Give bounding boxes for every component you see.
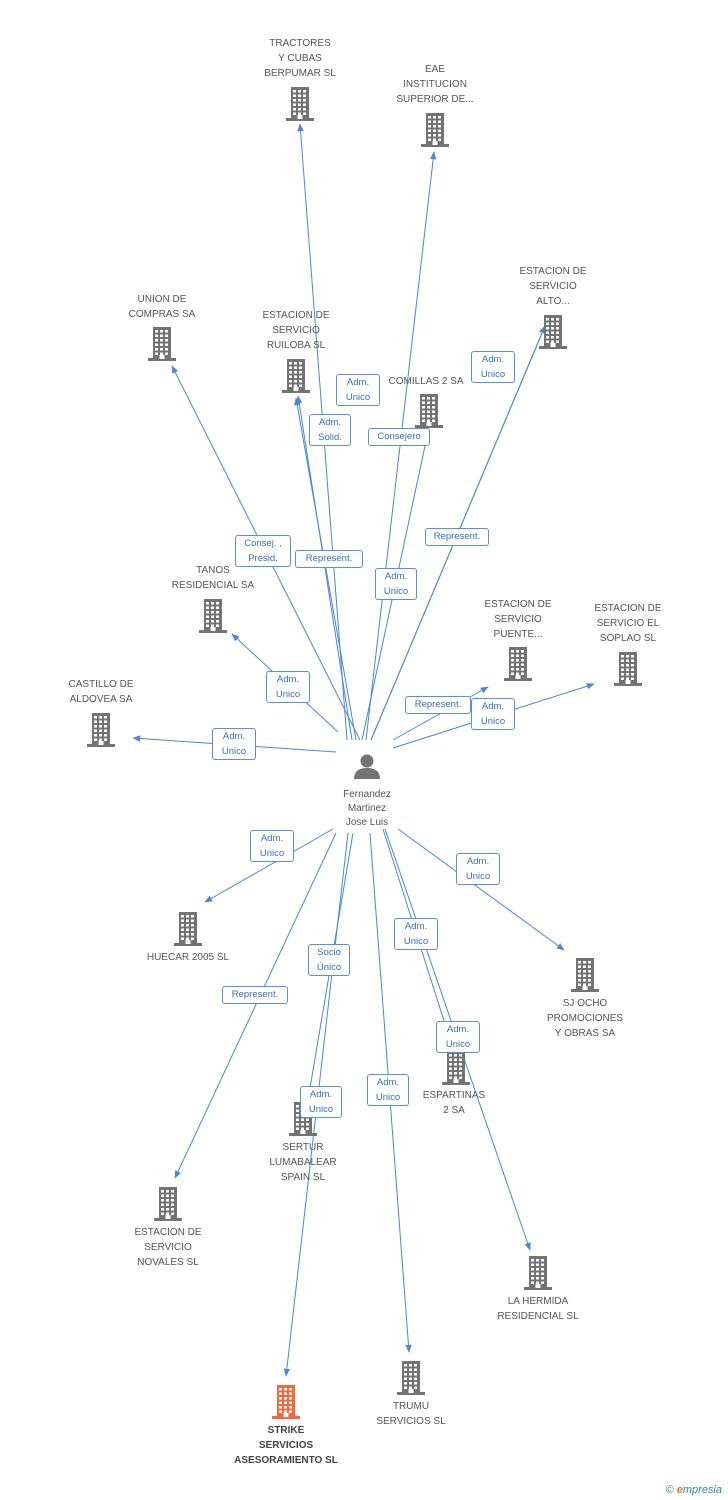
node-label-tractores[interactable]: TRACTORES Y CUBAS BERPUMAR SL	[264, 38, 336, 79]
edge-label-hermida[interactable]: Adm. Unico	[436, 1021, 480, 1053]
brand-logo-initial: e	[676, 1484, 683, 1496]
node-label-union[interactable]: UNION DE COMPRAS SA	[128, 294, 196, 320]
node-label-es_alto[interactable]: ESTACION DE SERVICIO ALTO...	[519, 266, 587, 307]
node-label-comillas[interactable]: COMILLAS 2 SA	[388, 376, 464, 387]
node-label-es_soplao[interactable]: ESTACION DE SERVICIO EL SOPLAO SL	[594, 603, 662, 644]
node-label-sjocho[interactable]: SJ OCHO PROMOCIONES Y OBRAS SA	[546, 998, 624, 1039]
building-icon[interactable]	[282, 359, 310, 393]
node-label-sertur[interactable]: SERTUR LUMABALEAR SPAIN SL	[269, 1142, 337, 1183]
building-icon[interactable]	[614, 652, 642, 686]
node-label-huecar[interactable]: HUECAR 2005 SL	[146, 952, 230, 963]
node-label-es_ruiloba[interactable]: ESTACION DE SERVICIO RUILOBA SL	[262, 310, 330, 351]
node-label-strike[interactable]: STRIKE SERVICIOS ASESORAMIENTO SL	[234, 1425, 338, 1466]
edge-label-castillo[interactable]: Adm. Unico	[212, 728, 256, 760]
building-icon[interactable]	[87, 713, 115, 747]
edge-label-es_puente[interactable]: Represent.	[405, 696, 471, 714]
building-icon[interactable]	[442, 1051, 470, 1085]
edge-line-es_ruiloba	[294, 397, 357, 741]
edge-label-eae[interactable]: Adm. Unico	[375, 568, 417, 600]
building-icon[interactable]	[286, 87, 314, 121]
building-icon[interactable]	[199, 599, 227, 633]
edge-line-eae	[365, 151, 437, 741]
edge-line-es_ruiloba	[295, 395, 353, 741]
node-label-trumu[interactable]: TRUMU SERVICIOS SL	[376, 1401, 446, 1427]
edge-label-es_ruiloba[interactable]: Adm. Solid.	[309, 414, 351, 446]
edge-label-es_novales[interactable]: Represent.	[222, 986, 288, 1004]
edge-label-espartinas[interactable]: Adm. Unico	[394, 918, 438, 950]
edge-line-sjocho	[397, 828, 565, 951]
edge-label-sjocho[interactable]: Adm. Unico	[456, 853, 500, 885]
node-label-es_novales[interactable]: ESTACION DE SERVICIO NOVALES SL	[134, 1227, 202, 1268]
building-icon[interactable]	[415, 394, 443, 428]
node-label-castillo[interactable]: CASTILLO DE ALDOVEA SA	[68, 679, 134, 705]
building-icon[interactable]	[524, 1256, 552, 1290]
building-icon[interactable]	[148, 327, 176, 361]
edge-label-union[interactable]: Consej. , Presid.	[235, 535, 291, 567]
building-icon[interactable]	[504, 647, 532, 681]
person-name-label[interactable]: Fernandez Martinez Jose Luis	[343, 789, 391, 828]
edge-label-huecar[interactable]: Adm. Unico	[250, 830, 294, 862]
node-label-es_puente[interactable]: ESTACION DE SERVICIO PUENTE...	[484, 599, 552, 640]
node-label-eae[interactable]: EAE INSTITUCION SUPERIOR DE...	[396, 64, 474, 105]
building-icon[interactable]	[539, 315, 567, 349]
building-icon[interactable]	[272, 1385, 300, 1419]
edge-label-tractores[interactable]: Adm. Unico	[336, 374, 380, 406]
building-icon[interactable]	[421, 113, 449, 147]
edge-label-es_soplao[interactable]: Adm. Unico	[471, 698, 515, 730]
edge-label-comillas[interactable]: Consejero	[368, 428, 430, 446]
brand-logo-text: mpresia	[682, 1484, 722, 1496]
node-label-hermida[interactable]: LA HERMIDA RESIDENCIAL SL	[497, 1296, 579, 1322]
edge-label-tanos[interactable]: Adm. Unico	[266, 671, 310, 703]
edge-label-es_alto[interactable]: Adm. Unico	[471, 351, 515, 383]
edge-line-es_novales	[174, 832, 337, 1179]
edge-label-es_alto[interactable]: Represent.	[425, 528, 489, 546]
copyright-symbol: ©	[665, 1484, 674, 1496]
edge-label-es_ruiloba[interactable]: Represent.	[295, 550, 363, 568]
brand-footer: © empresia	[666, 1484, 722, 1496]
edge-label-trumu[interactable]: Adm. Unico	[367, 1074, 409, 1106]
building-icon[interactable]	[397, 1361, 425, 1395]
edge-label-sertur[interactable]: Socio Único	[308, 944, 350, 976]
node-label-tanos[interactable]: TANOS RESIDENCIAL SA	[171, 565, 255, 591]
node-label-espartinas[interactable]: ESPARTINAS 2 SA	[422, 1090, 486, 1116]
building-icon[interactable]	[154, 1187, 182, 1221]
edge-label-strike[interactable]: Adm. Unico	[300, 1086, 342, 1118]
person-icon[interactable]	[354, 754, 380, 780]
edge-line-huecar	[204, 828, 334, 903]
building-icon[interactable]	[174, 912, 202, 946]
building-icon[interactable]	[571, 958, 599, 992]
